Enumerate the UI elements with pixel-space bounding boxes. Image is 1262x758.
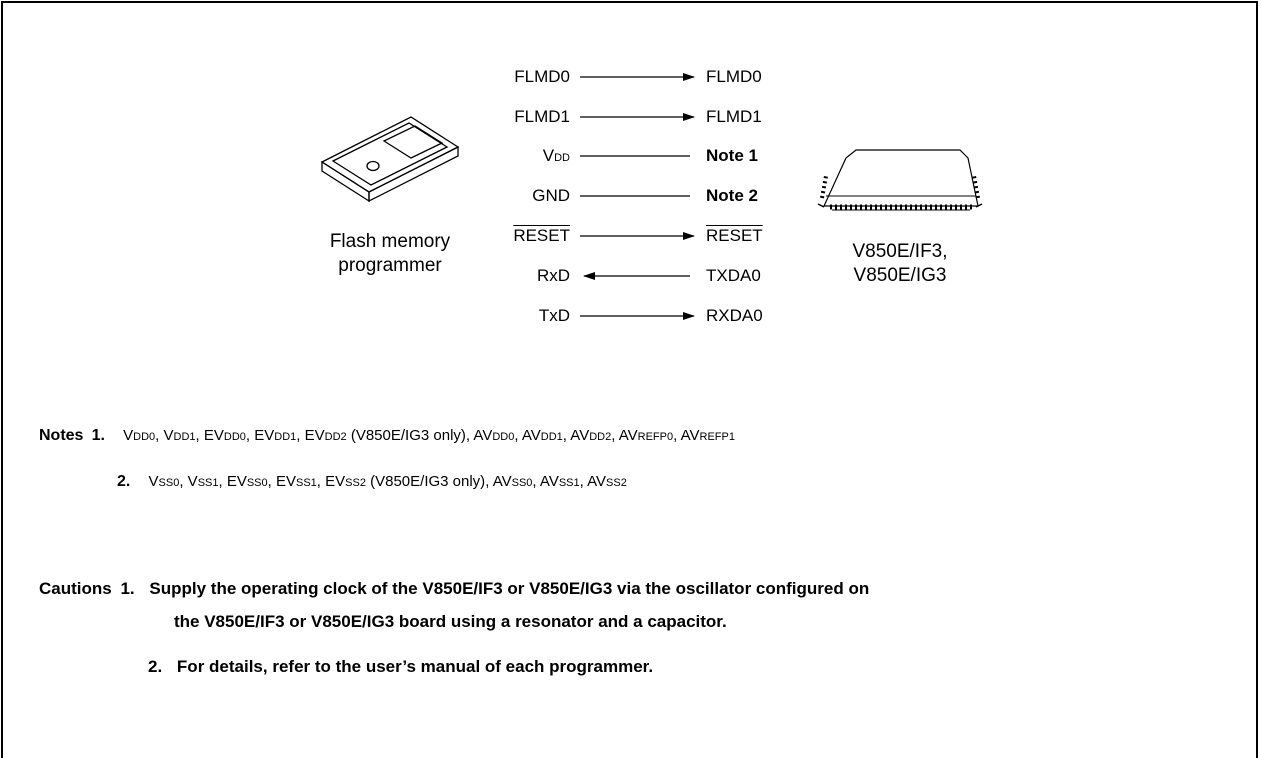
note1-item-9: AVREFP1: [680, 427, 735, 444]
programmer-caption-line1: Flash memory: [329, 231, 451, 252]
signal-right-note1: Note 1: [706, 146, 758, 165]
caution-2: 2. For details, refer to the user’s manu…: [148, 656, 653, 678]
note1-number: 1.: [91, 427, 105, 444]
caution1-text-line1: Supply the operating clock of the V850E/…: [149, 579, 870, 598]
note2-item-7: AVSS2: [587, 473, 627, 490]
signal-right-flmd0: FLMD0: [706, 67, 762, 86]
caution2-text: For details, refer to the user’s manual …: [176, 657, 654, 676]
signal-right-txda0: TXDA0: [706, 266, 761, 285]
signal-right-reset: RESET: [706, 226, 763, 245]
device-caption-line2: V850E/IG3: [853, 265, 947, 286]
note2-item-1: VSS1: [187, 473, 219, 490]
programmer-caption-line2: programmer: [338, 255, 442, 276]
note1-item-8: AVREFP0: [618, 427, 674, 444]
note1-item-2: EVDD0: [203, 427, 246, 444]
note2-item-3: EVSS1: [275, 473, 317, 490]
caution-1-line-1: Cautions 1. Supply the operating clock o…: [39, 578, 869, 600]
device-caption-line1: V850E/IF3,: [852, 241, 948, 262]
programmer-icon: [320, 116, 460, 203]
signal-left-reset: RESET: [513, 226, 570, 245]
note2-item-6: AVSS1: [539, 473, 580, 490]
signal-right-note2: Note 2: [706, 186, 758, 205]
programmer-caption: Flash memory programmer: [300, 230, 480, 278]
caution1-text-line2: the V850E/IF3 or V850E/IG3 board using a…: [174, 612, 727, 631]
device-chip-icon: [817, 149, 983, 211]
cautions-label: Cautions: [39, 579, 112, 598]
note1-item-1: VDD1: [163, 427, 196, 444]
signal-left-txd: TxD: [538, 306, 570, 325]
note2-text: VSS0, VSS1, EVSS0, EVSS1, EVSS2 (V850E/I…: [148, 473, 627, 490]
note1-text: VDD0, VDD1, EVDD0, EVDD1, EVDD2 (V850E/I…: [123, 427, 735, 444]
signal-left-vdd: VDD: [470, 146, 570, 168]
signal-left-gnd: GND: [532, 186, 570, 205]
note2-item-4: EVSS2: [325, 473, 366, 490]
signal-right-rxda0: RXDA0: [706, 306, 763, 325]
caution2-number: 2.: [148, 657, 163, 676]
signal-left-flmd0: FLMD0: [514, 67, 570, 86]
note1-item-0: VDD0: [123, 427, 156, 444]
note2-item-2: EVSS0: [226, 473, 268, 490]
note2-item-0: VSS0: [148, 473, 180, 490]
device-caption: V850E/IF3, V850E/IG3: [800, 240, 1000, 288]
note2-number: 2.: [117, 473, 131, 490]
notes-line-1: Notes 1. VDD0, VDD1, EVDD0, EVDD1, EVDD2…: [39, 426, 735, 447]
signal-left-flmd1: FLMD1: [514, 107, 570, 126]
notes-line-2: 2. VSS0, VSS1, EVSS0, EVSS1, EVSS2 (V850…: [117, 472, 627, 493]
note1-item-6: AVDD1: [521, 427, 563, 444]
note1-item-4: EVDD2: [304, 427, 347, 444]
notes-label: Notes: [39, 427, 84, 444]
connection-lines: [580, 73, 695, 320]
note1-item-7: AVDD2: [570, 427, 612, 444]
vdd-main: V: [542, 146, 555, 165]
note1-item-5: AVDD0: [473, 427, 515, 444]
note1-item-3: EVDD1: [254, 427, 297, 444]
signal-left-rxd: RxD: [536, 266, 570, 285]
signal-right-flmd1: FLMD1: [706, 107, 762, 126]
vdd-sub: DD: [554, 152, 570, 164]
caution1-number: 1.: [120, 579, 135, 598]
note2-item-5: AVSS0: [492, 473, 533, 490]
